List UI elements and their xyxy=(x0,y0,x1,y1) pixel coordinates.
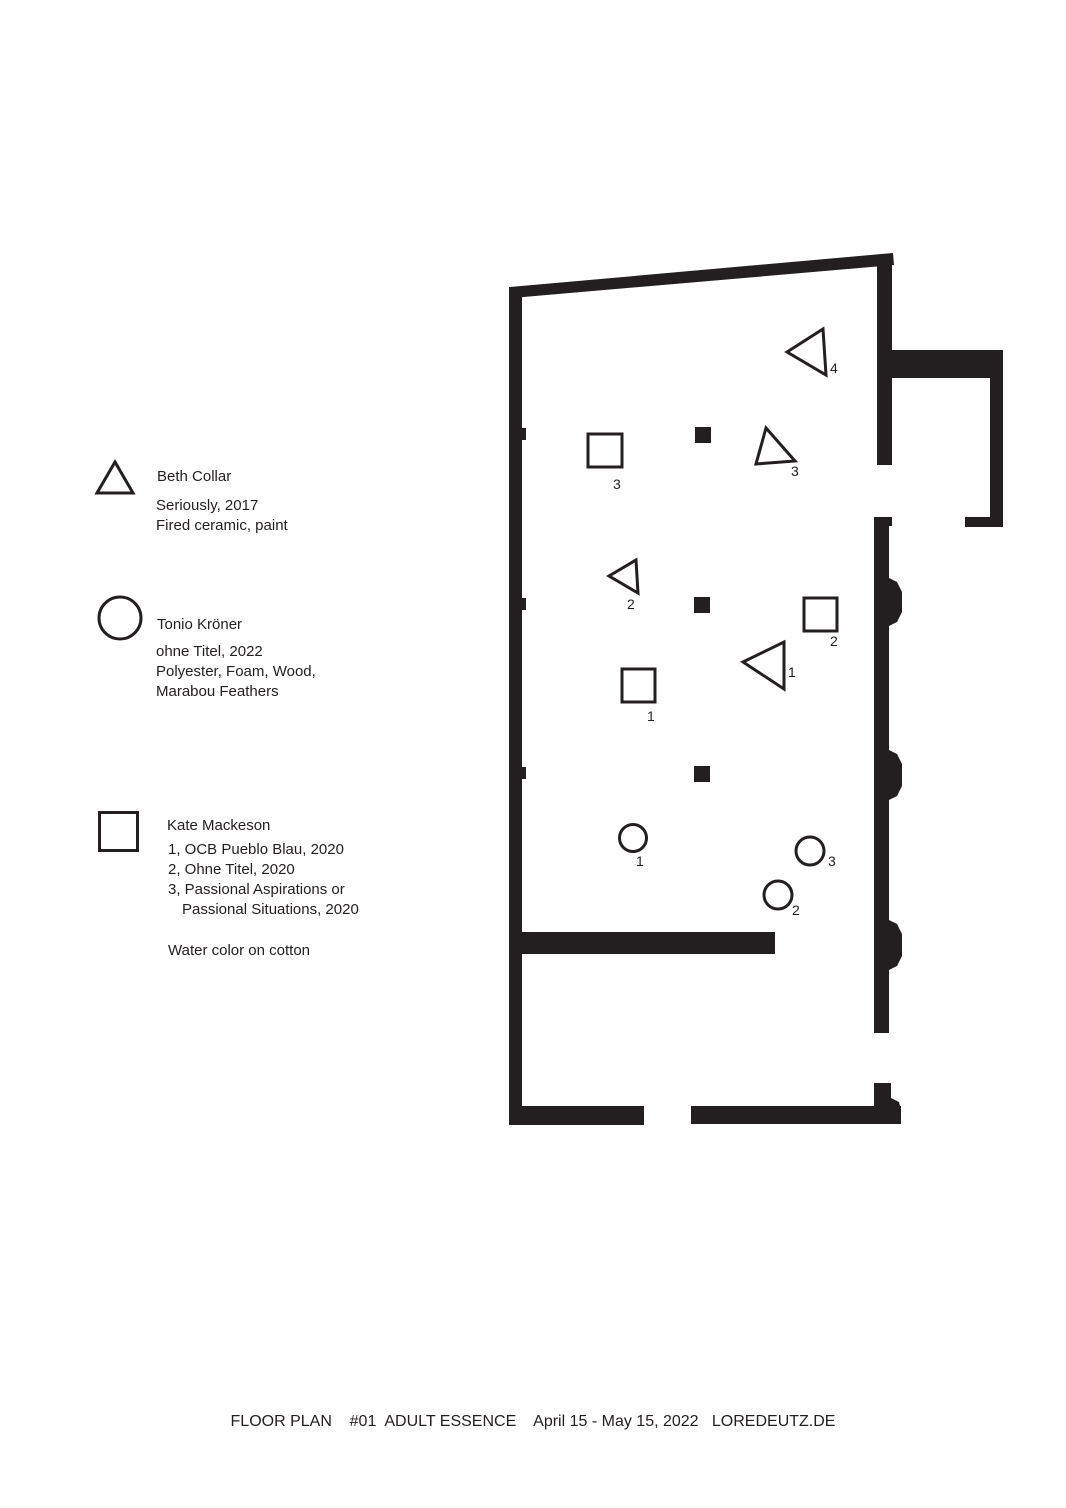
wall-notch xyxy=(520,428,526,440)
label-square-1: 1 xyxy=(647,708,655,724)
label-triangle-1: 1 xyxy=(788,664,796,680)
legend-kate-work-2: 2, Ohne Titel, 2020 xyxy=(168,861,295,878)
triangle-icon-2 xyxy=(606,557,640,596)
wall-interior xyxy=(509,932,775,954)
circle-icon-1 xyxy=(618,823,648,853)
legend-beth-artist: Beth Collar xyxy=(157,468,232,485)
wall-right-lower xyxy=(874,517,889,1033)
legend-square-icon xyxy=(98,811,139,852)
label-square-3: 3 xyxy=(613,476,621,492)
wall-bottom-corner xyxy=(874,1083,891,1124)
wall-annex-bottom xyxy=(965,517,1003,527)
legend-tonio-work: ohne Titel, 2022 xyxy=(156,643,263,660)
legend-circle-icon xyxy=(97,595,143,641)
wall-annex-right xyxy=(990,350,1003,527)
label-circle-1: 1 xyxy=(636,853,644,869)
wall-bottom-left xyxy=(509,1106,644,1125)
legend-kate-works: 1, OCB Pueblo Blau, 2020 2, Ohne Titel, … xyxy=(168,840,359,920)
footer-caption: FLOOR PLAN #01 ADULT ESSENCE April 15 - … xyxy=(230,1413,836,1430)
legend-tonio-artist: Tonio Kröner xyxy=(157,616,243,633)
pilaster xyxy=(889,750,902,800)
circle-icon-2 xyxy=(762,879,794,911)
legend-triangle-icon xyxy=(94,459,136,495)
pilaster xyxy=(889,920,902,970)
legend-beth-details: Seriously, 2017 Fired ceramic, paint xyxy=(156,496,288,536)
wall-top xyxy=(510,253,894,298)
legend-kate-work-3: 3, Passional Aspirations or xyxy=(168,881,345,898)
label-triangle-2: 2 xyxy=(627,596,635,612)
wall-right-top-lip xyxy=(874,517,892,526)
label-circle-3: 3 xyxy=(828,853,836,869)
legend-kate-work-1: 1, OCB Pueblo Blau, 2020 xyxy=(168,841,344,858)
column xyxy=(694,597,710,613)
artworks xyxy=(586,326,839,911)
legend-tonio-medium-1: Polyester, Foam, Wood, xyxy=(156,663,316,680)
artwork-numbers: 4 3 2 1 3 2 1 1 3 2 xyxy=(613,360,838,918)
circle-icon-3 xyxy=(794,835,826,867)
legend-tonio-medium-2: Marabou Feathers xyxy=(156,683,279,700)
label-square-2: 2 xyxy=(830,633,838,649)
column xyxy=(695,427,711,443)
wall-bottom-corner-step xyxy=(891,1098,901,1124)
wall-left xyxy=(509,287,522,1125)
triangle-icon-4 xyxy=(784,326,828,378)
wall-notch xyxy=(520,767,526,779)
legend-beth-medium: Fired ceramic, paint xyxy=(156,517,288,534)
legend-kate-artist: Kate Mackeson xyxy=(167,817,271,834)
legend-beth-work: Seriously, 2017 xyxy=(156,497,259,514)
wall-notch xyxy=(520,598,526,610)
label-triangle-3: 3 xyxy=(791,463,799,479)
square-icon-1 xyxy=(620,667,657,704)
square-icon-3 xyxy=(586,432,624,469)
pilaster xyxy=(889,578,902,626)
label-circle-2: 2 xyxy=(792,902,800,918)
legend-kate-medium: Water color on cotton xyxy=(168,942,311,959)
wall-bottom-right xyxy=(691,1106,901,1124)
column xyxy=(694,766,710,782)
walls xyxy=(509,253,1003,1125)
wall-annex-top xyxy=(877,350,1003,378)
triangle-icon-1 xyxy=(739,639,786,692)
triangle-icon-3 xyxy=(753,424,799,466)
legend-tonio-details: ohne Titel, 2022 Polyester, Foam, Wood, … xyxy=(156,642,316,702)
label-triangle-4: 4 xyxy=(830,360,838,376)
legend-kate-work-3-cont: Passional Situations, 2020 xyxy=(182,901,359,918)
square-icon-2 xyxy=(802,596,839,633)
